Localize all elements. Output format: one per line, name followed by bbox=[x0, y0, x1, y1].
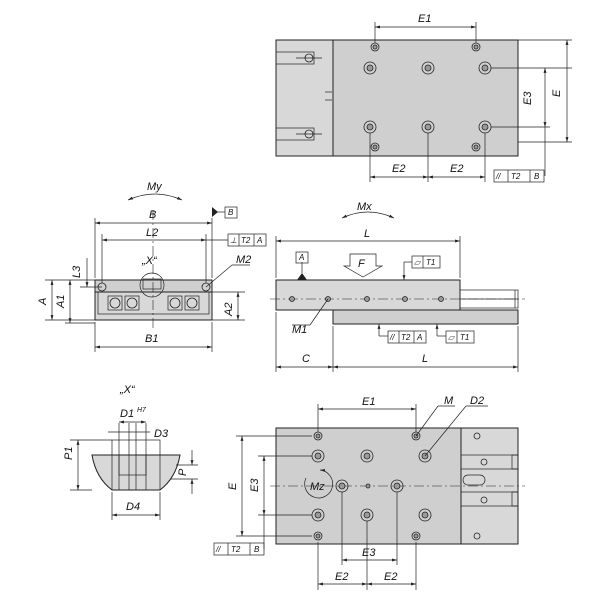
tolerance-frame-flat-top: ▱ T1 bbox=[411, 255, 441, 269]
label-M: M bbox=[444, 395, 454, 407]
label-H7: H7 bbox=[137, 407, 147, 414]
label-X-detail: „X“ bbox=[141, 255, 158, 267]
label-E-top: E bbox=[551, 89, 563, 97]
label-L-top: L bbox=[364, 228, 370, 240]
datum-A: A bbox=[298, 253, 304, 262]
tol-bottom-sym: // bbox=[215, 545, 221, 554]
datum-A-box: A bbox=[295, 251, 309, 264]
tol-top-t: T2 bbox=[511, 172, 521, 181]
tol-par-t: T2 bbox=[401, 333, 411, 342]
tolerance-frame-top: // T2 B bbox=[493, 169, 545, 183]
label-E3-bottom-h: E3 bbox=[362, 547, 376, 559]
label-L-bottom: L bbox=[422, 353, 428, 365]
top-view: E1 E2 E2 E3 E // T2 B bbox=[275, 13, 572, 183]
label-B: B bbox=[149, 209, 156, 221]
tol-L2-t: T2 bbox=[241, 236, 251, 245]
tol-bottom-t: T2 bbox=[231, 545, 241, 554]
label-D2: D2 bbox=[470, 395, 484, 407]
tol-flat-t: T1 bbox=[426, 258, 435, 267]
detail-x-view: „X“ D1 H7 D3 P1 P D4 bbox=[63, 384, 198, 520]
label-E2-bottom-right: E2 bbox=[384, 571, 397, 583]
label-E3-bottom-v: E3 bbox=[249, 478, 261, 492]
tolerance-frame-bottom: // T2 B bbox=[213, 542, 265, 556]
label-E1-top: E1 bbox=[418, 13, 431, 25]
label-F: F bbox=[358, 258, 366, 270]
force-F-arrow: F bbox=[342, 253, 384, 278]
label-D1: D1 bbox=[120, 408, 134, 420]
datum-B: B bbox=[228, 208, 234, 217]
tol-bottom-datum: B bbox=[254, 545, 260, 554]
label-A: A bbox=[37, 298, 49, 306]
label-E2-top-left: E2 bbox=[392, 163, 405, 175]
label-B1: B1 bbox=[145, 333, 158, 345]
tol-top-sym: // bbox=[495, 172, 501, 181]
tol-flat2-sym: ▱ bbox=[448, 333, 456, 342]
tol-par-datum: A bbox=[416, 333, 422, 342]
side-view-holes bbox=[289, 296, 444, 302]
label-D4: D4 bbox=[126, 501, 140, 513]
label-E-bottom: E bbox=[227, 482, 239, 490]
label-L3: L3 bbox=[71, 265, 83, 278]
label-M2: M2 bbox=[236, 254, 251, 266]
tol-L2-datum: A bbox=[256, 236, 262, 245]
end-view: My „X“ B B bbox=[37, 181, 267, 352]
label-My: My bbox=[147, 181, 163, 193]
tol-top-datum: B bbox=[534, 172, 540, 181]
label-E2-top-right: E2 bbox=[450, 163, 463, 175]
label-A1: A1 bbox=[55, 295, 67, 309]
tol-L2-sym: ⊥ bbox=[230, 236, 237, 245]
tolerance-frame-L2: ⊥ T2 A bbox=[227, 233, 267, 247]
label-P1: P1 bbox=[63, 447, 75, 460]
bottom-view: E1 M D2 E E3 Mz // T2 B bbox=[213, 395, 525, 590]
label-L2: L2 bbox=[146, 227, 158, 239]
label-C: C bbox=[302, 353, 310, 365]
label-M1: M1 bbox=[292, 324, 307, 336]
tol-par-sym: // bbox=[389, 333, 395, 342]
label-Mz: Mz bbox=[310, 481, 325, 493]
label-E3-top: E3 bbox=[522, 91, 534, 105]
label-X-title: „X“ bbox=[119, 384, 136, 396]
label-Mx: Mx bbox=[357, 201, 372, 213]
tolerance-frame-flat-bottom: ▱ T1 bbox=[445, 330, 475, 344]
label-A2: A2 bbox=[223, 303, 235, 317]
tolerance-frame-parallel: // T2 A bbox=[387, 330, 427, 344]
label-E2-bottom-left: E2 bbox=[335, 571, 348, 583]
label-E1-bottom: E1 bbox=[362, 396, 375, 408]
top-view-holes bbox=[363, 42, 492, 152]
label-D3: D3 bbox=[154, 428, 169, 440]
tol-flat-sym: ▱ bbox=[414, 258, 422, 267]
label-P: P bbox=[177, 468, 189, 476]
tol-flat2-t: T1 bbox=[460, 333, 469, 342]
datum-B-box: B bbox=[224, 206, 238, 219]
side-view: Mx L A F bbox=[270, 201, 525, 372]
